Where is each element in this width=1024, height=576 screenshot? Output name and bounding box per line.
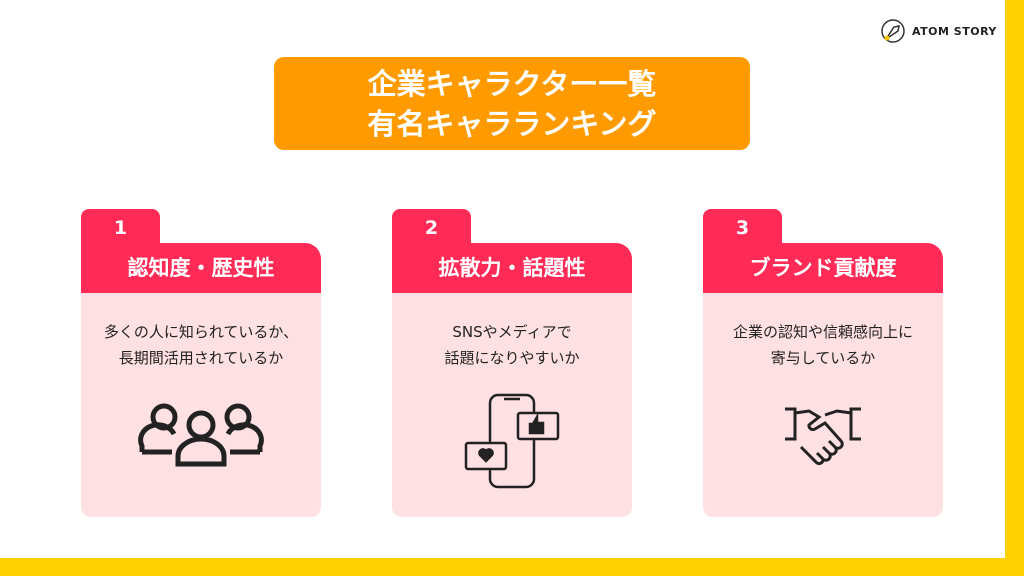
card-desc: 話題になりやすいか <box>444 349 580 367</box>
card-heading: 拡散力・話題性 <box>392 243 632 293</box>
criteria-card-1: 1 認知度・歴史性 多くの人に知られているか、長期間活用されているか <box>81 209 321 517</box>
handshake-icon <box>785 407 861 466</box>
criteria-card-3: 3 ブランド貢献度 企業の認知や信頼感向上に寄与しているか <box>703 209 943 517</box>
people-icon <box>138 403 264 467</box>
card-desc: 企業の認知や信頼感向上に <box>732 323 913 341</box>
brand-name: ATOM STORY <box>912 24 997 38</box>
yellow-frame-bottom <box>0 558 1024 576</box>
smartphone-social-icon <box>464 393 560 489</box>
card-heading: ブランド貢献度 <box>703 243 943 293</box>
card-desc: 寄与しているか <box>770 349 876 367</box>
pen-nib-icon <box>881 19 905 43</box>
criteria-card-2: 2 拡散力・話題性 SNSやメディアで話題になりやすいか <box>392 209 632 517</box>
title-line-2: 有名キャラランキング <box>367 106 657 141</box>
card-heading: 認知度・歴史性 <box>81 243 321 293</box>
card-number: 1 <box>81 209 160 249</box>
card-number: 3 <box>703 209 782 249</box>
card-desc: 長期間活用されているか <box>118 349 284 367</box>
page-title: 企業キャラクター一覧 有名キャラランキング <box>274 57 750 150</box>
card-desc: SNSやメディアで <box>452 323 572 341</box>
yellow-frame-right <box>1005 0 1024 576</box>
title-line-1: 企業キャラクター一覧 <box>367 66 657 101</box>
card-number: 2 <box>392 209 471 249</box>
brand-logo: ATOM STORY <box>880 18 997 44</box>
card-desc: 多くの人に知られているか、 <box>103 323 299 341</box>
